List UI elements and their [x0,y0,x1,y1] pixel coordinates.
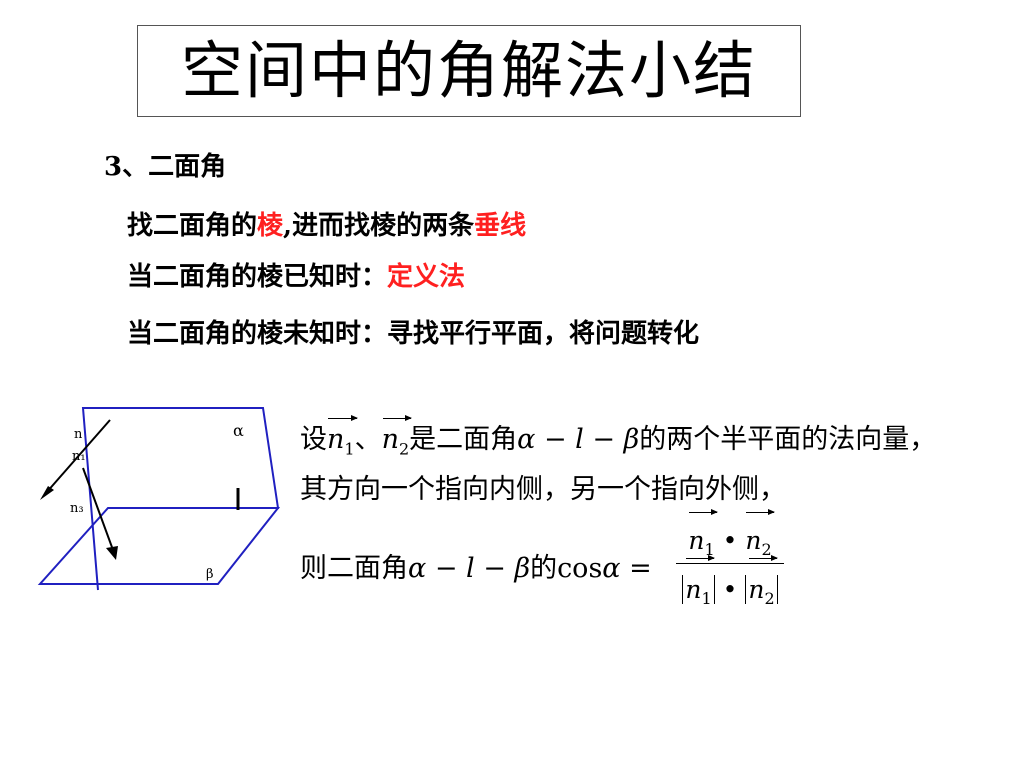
cos-fraction: n1 • n2 n1 • n2 [676,509,784,614]
text-1a: 找二面角的 [127,211,258,241]
text-1b-red: 棱 [257,211,284,241]
formula-line-1: 设n1、n2是二面角α − l − β的两个半平面的法向量， [300,414,937,459]
text-line-3: 当二面角的棱未知时：寻找平行平面，将问题转化 [127,319,700,349]
fraction-denominator: n1 • n2 [676,555,784,614]
page-title: 空间中的角解法小结 [180,34,757,107]
dihedral-expr-2: α − l − β [408,553,531,584]
label-alpha: α [233,421,244,440]
text-2a: 当二面角的棱已知时： [127,262,388,292]
alpha-symbol: α [602,553,621,584]
normal-line-2 [82,467,114,551]
formula-1c: 的两个半平面的法向量， [639,424,937,455]
label-n1: n₁ [72,449,86,464]
label-n: n [74,427,83,442]
text-line-1: 找二面角的棱,进而找棱的两条垂线 [127,205,526,242]
label-n3: n₃ [70,501,84,516]
fraction-numerator: n1 • n2 [676,509,784,564]
equals-sign: = [620,553,652,584]
dihedral-expr-1: α − l − β [517,424,640,455]
section-heading: 3、二面角 [104,152,227,182]
half-plane-beta [37,507,281,585]
dot-operator-top: • [722,526,738,555]
formula-line-3: 则二面角α − l − β的cosα = [300,546,652,585]
text-2b-red: 定义法 [387,262,466,292]
dihedral-diagram: α β n n₁ n₃ [37,407,281,591]
formula-1a: 设 [300,424,327,455]
half-plane-alpha [81,407,280,591]
vector-n1: n1 [327,414,358,459]
cos-label: cos [557,553,603,584]
formula-sep: 、 [354,424,382,455]
text-1d-red: 垂线 [474,211,527,241]
text-1c: ,进而找棱的两条 [283,211,475,241]
normal-arrow-2 [106,546,118,560]
formula-3b: 的 [530,553,558,584]
vector-n2: n2 [381,414,412,459]
text-line-2: 当二面角的棱已知时：定义法 [127,256,465,293]
formula-1b: 是二面角 [409,424,518,455]
dot-operator-bottom: • [722,575,738,604]
normal-line-1 [45,419,111,494]
title-box: 空间中的角解法小结 [137,25,801,117]
label-beta: β [206,567,214,582]
normal-arrow-1 [40,486,54,500]
formula-3a: 则二面角 [300,553,408,584]
formula-line-2: 其方向一个指向内侧，另一个指向外侧， [300,474,786,505]
